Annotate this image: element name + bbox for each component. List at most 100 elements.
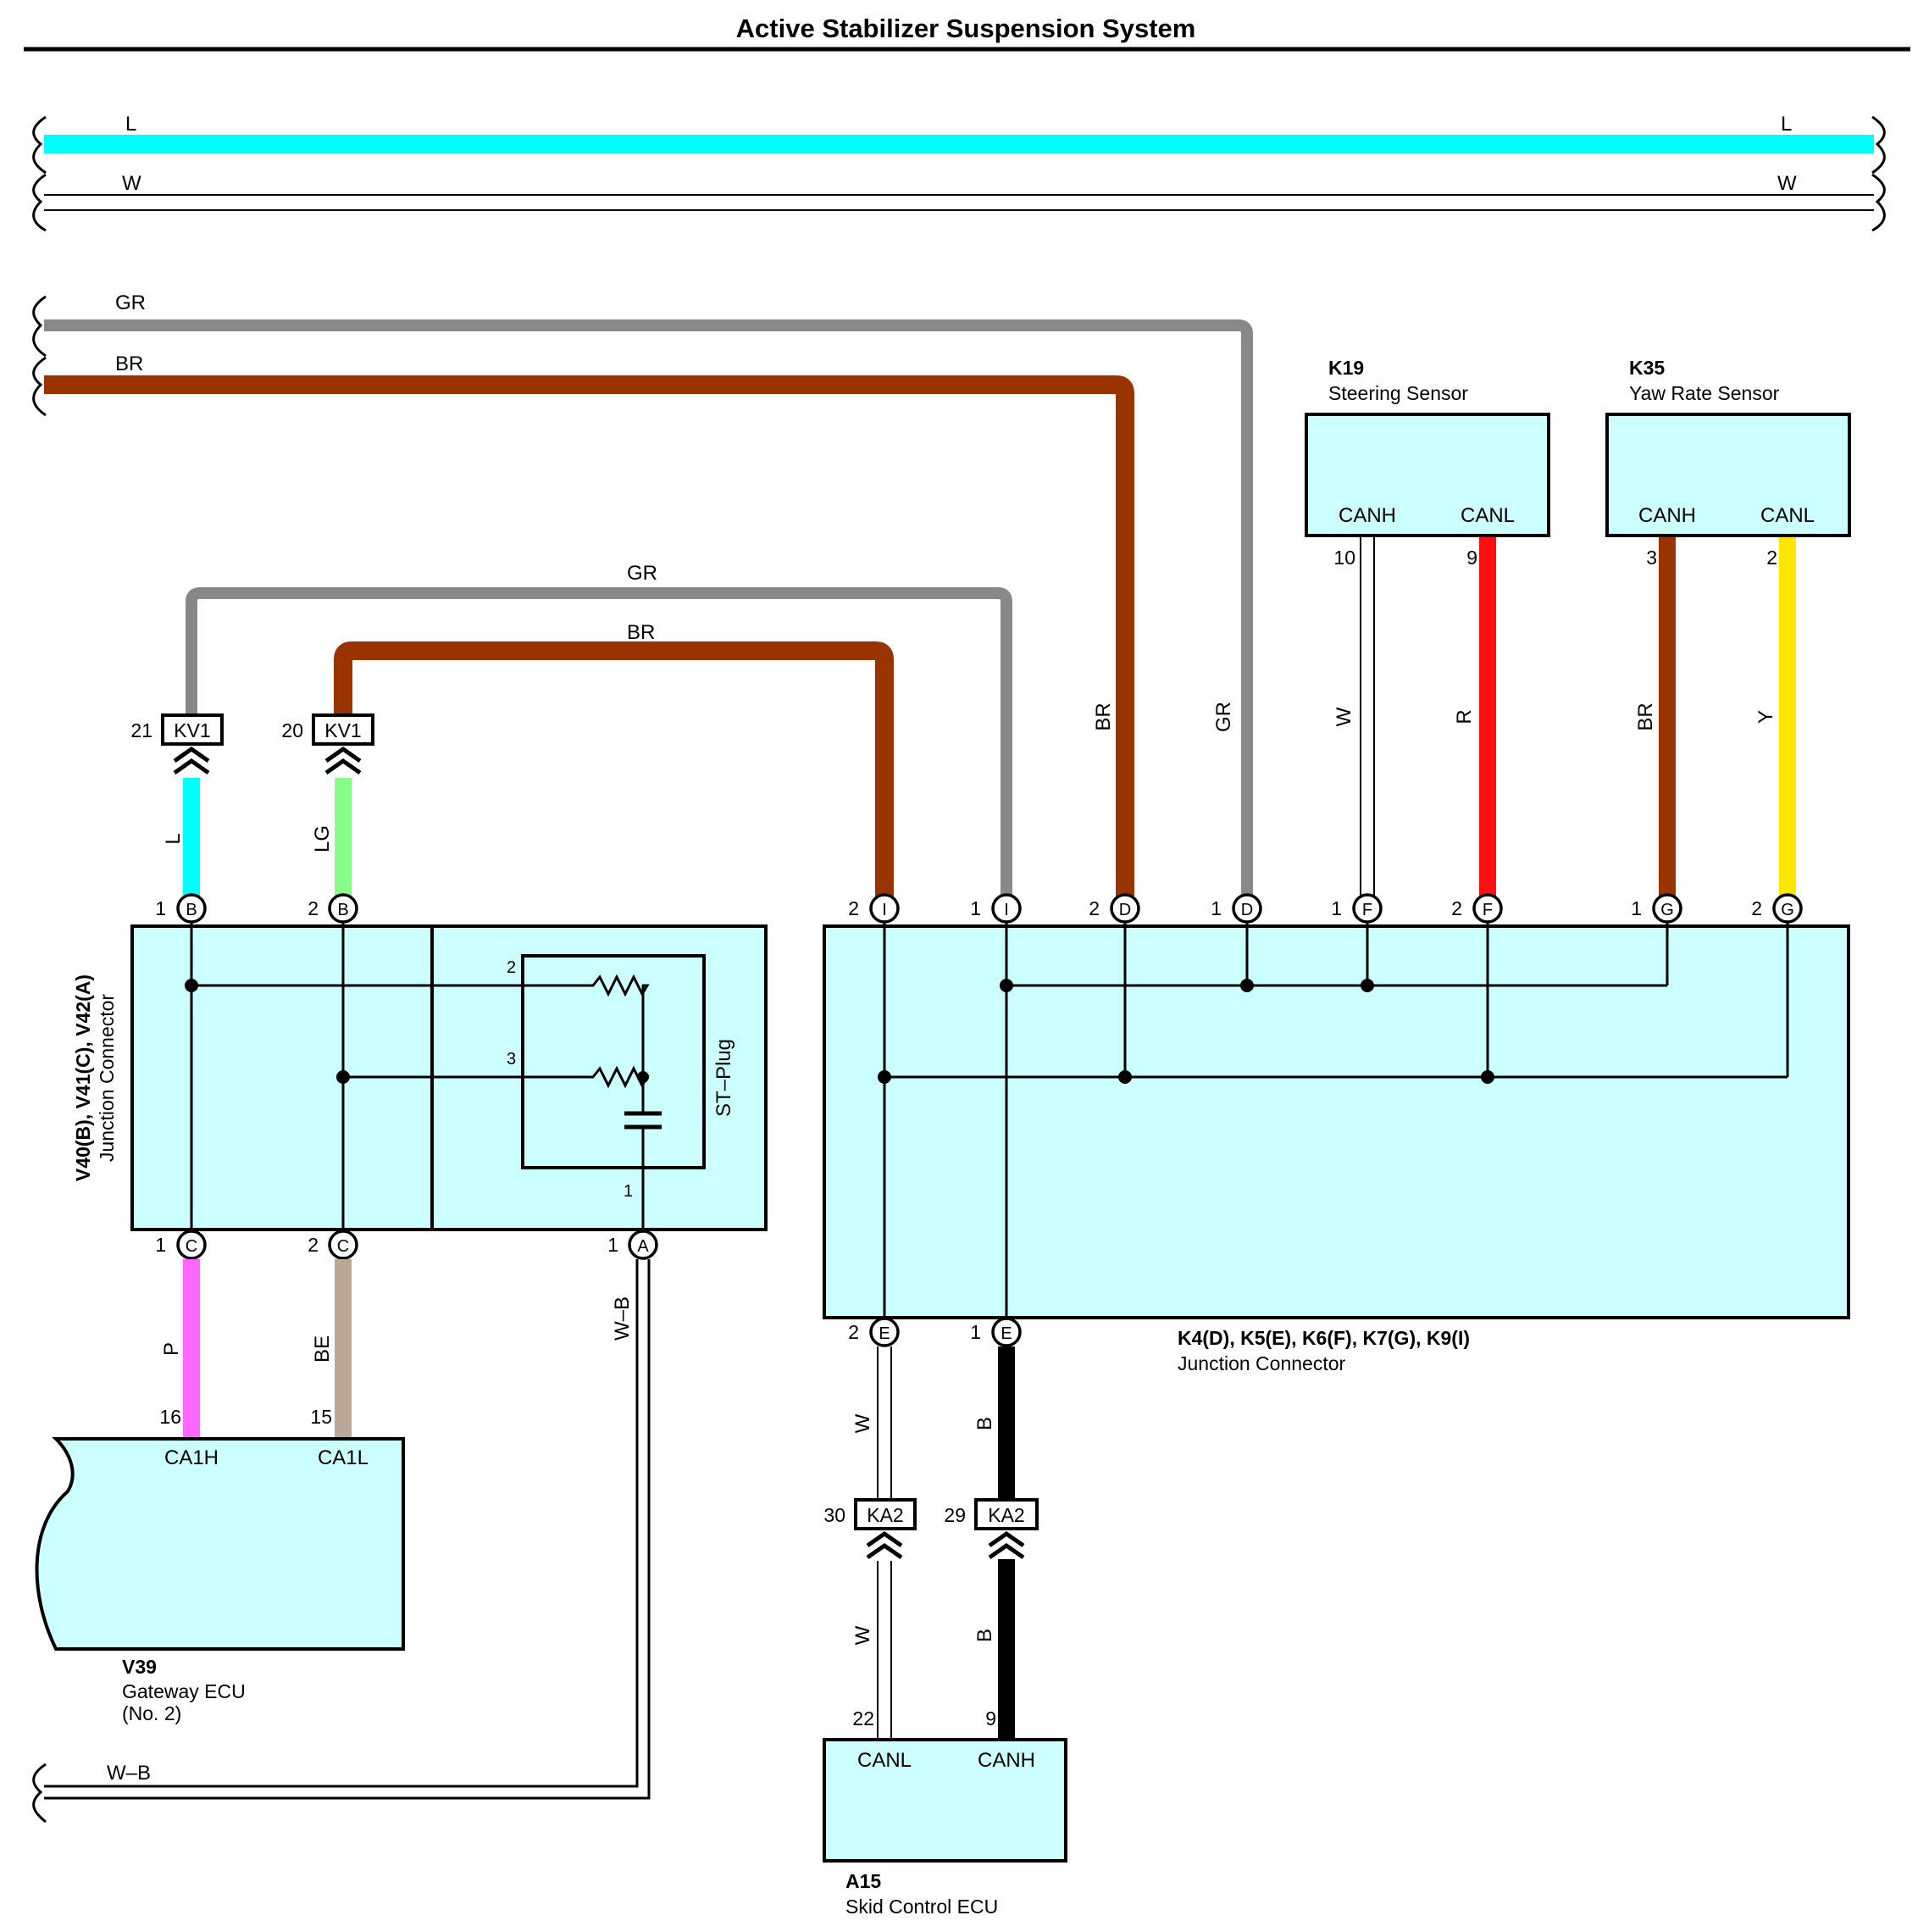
k19-steering-sensor: K19 Steering Sensor CANH CANL 10 9 <box>1305 357 1550 569</box>
right-junction-id: K4(D), K5(E), K6(F), K7(G), K9(I) <box>1178 1327 1470 1349</box>
lj-pin-C2 <box>328 1230 358 1260</box>
wire-label-kv1-20: LG <box>311 825 334 852</box>
rj-pin-G2-letter: G <box>1781 901 1794 919</box>
kv1-21-body <box>161 713 224 746</box>
rj-pin-G1 <box>1652 893 1682 924</box>
ka2-29-chevron <box>988 1530 1025 1560</box>
rj-pin-E2-num: 2 <box>848 1321 859 1343</box>
rj-pin-F2-letter: F <box>1483 901 1493 919</box>
a15-skid-control-ecu: CANL CANH 22 9 A15 Skid Control ECU <box>823 1707 1067 1918</box>
kv1-21-chevron <box>173 746 210 775</box>
rj-pin-D1-num: 1 <box>1211 897 1222 919</box>
k35-sig-canl: CANL <box>1760 504 1815 527</box>
wire-label-mid-BR: BR <box>627 621 655 644</box>
rj-pin-E1 <box>991 1317 1022 1347</box>
ka2-30-label: KA2 <box>867 1504 903 1526</box>
k35-body <box>1605 413 1851 537</box>
wire-a1-WB-border1 <box>44 1259 639 1788</box>
right-junction-connector: I 2 I 1 D 2 D 1 F 1 F 2 G 1 G 2 E 2 E 1 … <box>823 893 1850 1374</box>
rj-pin-G1-num: 1 <box>1631 897 1642 919</box>
break-mark-bottom-wb <box>32 1763 47 1824</box>
ka2-connector-29: KA2 29 <box>944 1498 1039 1560</box>
rj-pin-E2 <box>869 1317 900 1347</box>
right-junction-name: Junction Connector <box>1178 1352 1346 1374</box>
wire-label-e1-upper: B <box>973 1417 996 1430</box>
rj-pin-I2 <box>869 893 900 924</box>
kv1-20-body <box>312 713 374 746</box>
rj-pin-F2-num: 2 <box>1451 897 1462 919</box>
ka2-29-label: KA2 <box>988 1504 1024 1526</box>
wire-label-d2: BR <box>1092 702 1115 730</box>
rj-pin-G2-num: 2 <box>1751 897 1762 919</box>
a15-sig-canh: CANH <box>978 1749 1035 1772</box>
kv1-connector-20: KV1 20 <box>281 713 374 775</box>
mid-loop-wires: GR BR <box>186 562 1012 905</box>
kv1-21-pin: 21 <box>130 719 152 741</box>
v39-id: V39 <box>122 1656 157 1678</box>
lj-pin-B2-num: 2 <box>308 897 319 919</box>
rj-dot-2 <box>1240 979 1254 992</box>
rj-pin-F1-letter: F <box>1362 901 1372 919</box>
rj-pin-I1-num: 1 <box>970 897 981 919</box>
k19-sig-canh: CANH <box>1339 504 1396 527</box>
left-junction-name: Junction Connector <box>96 994 118 1163</box>
break-mark-left-br <box>32 356 47 417</box>
wire-label-a1: W–B <box>611 1296 634 1341</box>
rj-pin-I1-letter: I <box>1004 901 1009 919</box>
k35-name: Yaw Rate Sensor <box>1629 382 1780 404</box>
wire-label-top-W-right: W <box>1777 172 1797 195</box>
lj-pin-B2 <box>328 893 358 924</box>
rj-dot-4 <box>878 1070 891 1084</box>
lj-pin-B2-letter: B <box>337 901 348 919</box>
v39-pin-15: 15 <box>310 1406 332 1428</box>
rj-pin-G2 <box>1772 893 1803 924</box>
rj-pin-D1 <box>1232 893 1262 924</box>
a15-pin-22: 22 <box>852 1707 874 1729</box>
lj-pin-C1-letter: C <box>186 1237 197 1256</box>
lj-pin-C2-num: 2 <box>308 1234 319 1256</box>
k19-body <box>1305 413 1550 537</box>
rj-pin-G1-letter: G <box>1660 901 1674 919</box>
wire-bus-BR <box>44 375 1134 905</box>
ka2-29-pin: 29 <box>944 1504 966 1526</box>
stplug-box <box>521 954 706 1169</box>
a15-name: Skid Control ECU <box>845 1896 998 1918</box>
wire-label-bus-GR: GR <box>115 291 146 314</box>
lj-pin-C2-letter: C <box>337 1237 349 1256</box>
v39-body <box>35 1437 405 1651</box>
v39-name2: (No. 2) <box>122 1702 181 1724</box>
kv1-connector-21: KV1 21 <box>130 713 224 775</box>
kv1-20-pin: 20 <box>281 719 303 741</box>
wire-label-f1: W <box>1333 707 1355 726</box>
v39-name: Gateway ECU <box>122 1680 246 1702</box>
diagram-title: Active Stabilizer Suspension System <box>736 14 1196 43</box>
wire-label-top-L-left: L <box>125 113 136 136</box>
ka2-29-body <box>974 1498 1039 1530</box>
v39-sig-ca1l: CA1L <box>318 1446 369 1469</box>
title-block: Active Stabilizer Suspension System <box>24 14 1910 52</box>
upper-bus-wires: GR BR <box>32 291 1253 905</box>
wire-bus-GR <box>44 319 1253 905</box>
ka2-30-chevron <box>866 1530 903 1560</box>
wire-label-e2-lower: W <box>851 1625 874 1645</box>
lj-pin-A1 <box>628 1230 658 1260</box>
rj-pin-F2 <box>1472 893 1503 924</box>
wire-label-top-L-right: L <box>1781 113 1792 136</box>
lj-pin-B1 <box>176 893 207 924</box>
wire-label-e2-upper: W <box>851 1413 874 1433</box>
wire-label-g1: BR <box>1634 702 1657 730</box>
wire-label-mid-GR: GR <box>627 562 657 585</box>
wire-mid-GR <box>186 587 1012 905</box>
stplug-pin-1: 1 <box>624 1182 633 1201</box>
lj-junction-dot-2 <box>336 1070 350 1084</box>
lj-pin-B1-num: 1 <box>155 897 166 919</box>
break-mark-left-top <box>32 115 47 175</box>
rj-pin-E1-num: 1 <box>970 1321 981 1343</box>
wire-label-bottom-WB: W–B <box>107 1762 151 1785</box>
rj-pin-D1-letter: D <box>1241 901 1253 919</box>
rj-dot-3 <box>1361 979 1374 992</box>
lj-junction-dot-1 <box>185 979 198 992</box>
wire-mid-BR <box>334 641 894 905</box>
ka2-30-body <box>854 1498 917 1530</box>
